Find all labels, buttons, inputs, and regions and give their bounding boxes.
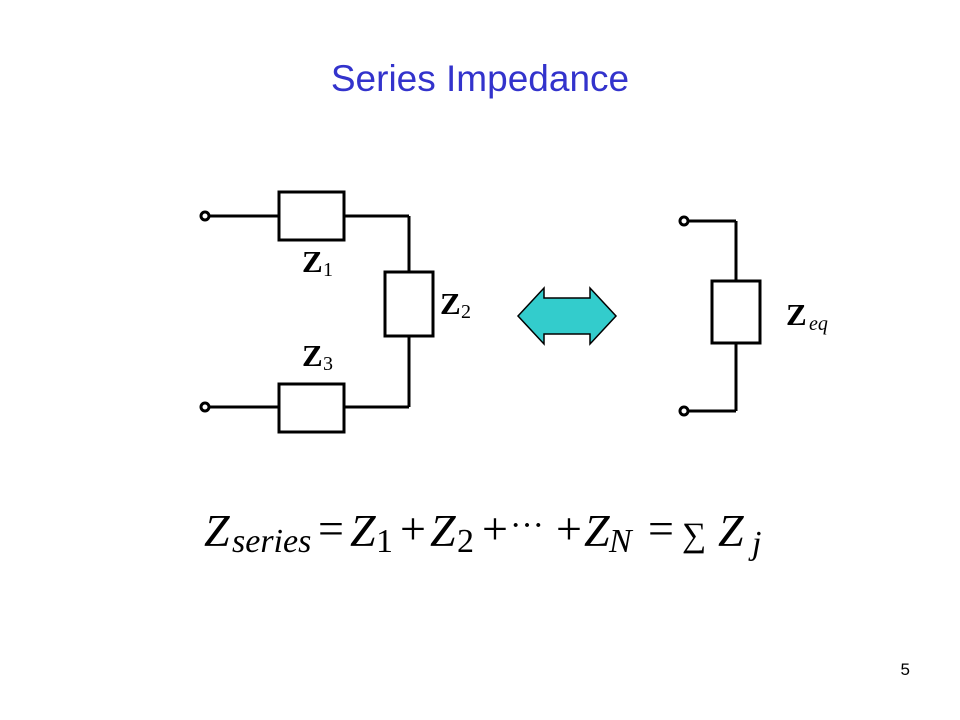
eq-plus: +	[400, 503, 426, 554]
eq-term2-sub: 2	[457, 523, 474, 560]
eq-ellipsis: ···	[510, 507, 544, 544]
bottom-terminal	[678, 405, 690, 417]
zeq-label: Z	[786, 297, 807, 332]
z3-subscript: 3	[323, 353, 333, 375]
eq-sum-var: Z	[718, 505, 744, 556]
eq-termN-var: Z	[584, 505, 610, 556]
z2-resistor	[383, 270, 435, 338]
series-equation: Z series = Z 1 + Z 2 + ··· + Z N = ∑ Z j	[204, 503, 761, 562]
zeq-resistor	[710, 279, 762, 345]
equivalent-circuit	[678, 215, 762, 417]
page-number: 5	[900, 660, 910, 679]
z1-label: Z	[302, 244, 323, 279]
eq-term1-sub: 1	[376, 523, 393, 560]
eq-sum-symbol: ∑	[682, 517, 706, 554]
top-terminal	[199, 210, 211, 222]
eq-plus: +	[556, 503, 582, 554]
z1-subscript: 1	[323, 259, 333, 281]
z2-label: Z	[440, 286, 461, 321]
eq-equals: =	[318, 503, 344, 554]
eq-lhs-var: Z	[204, 505, 230, 556]
eq-termN-sub: N	[608, 523, 634, 560]
series-circuit	[199, 190, 435, 434]
z2-subscript: 2	[461, 301, 471, 323]
double-arrow-icon	[516, 286, 618, 346]
bottom-terminal	[199, 401, 211, 413]
top-terminal	[678, 215, 690, 227]
eq-term2-var: Z	[430, 505, 456, 556]
eq-term1-var: Z	[350, 505, 376, 556]
z3-resistor	[277, 382, 346, 434]
eq-equals: =	[648, 503, 674, 554]
z3-label: Z	[302, 338, 323, 373]
z1-resistor	[277, 190, 346, 242]
eq-lhs-sub: series	[232, 523, 311, 560]
zeq-subscript: eq	[809, 313, 828, 335]
eq-plus: +	[482, 503, 508, 554]
slide-title: Series Impedance	[330, 58, 630, 99]
eq-sum-sub: j	[748, 525, 761, 562]
